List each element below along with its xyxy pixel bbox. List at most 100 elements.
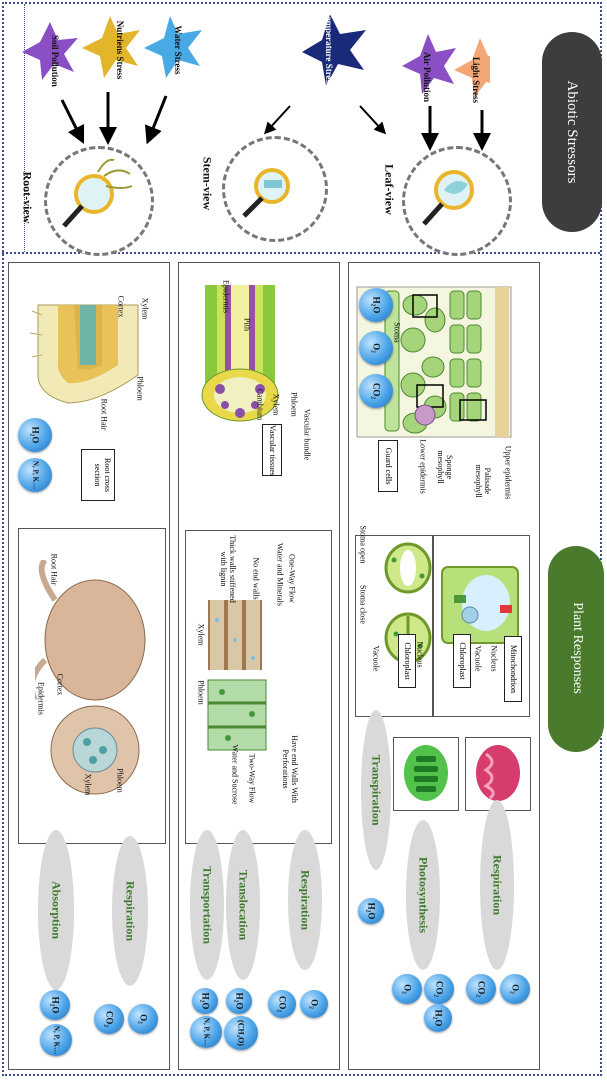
plant-responses-title: Plant Responses (570, 602, 585, 694)
nutrients-stress-star (82, 16, 140, 78)
root-abs-npk: N, P, K… (40, 1024, 72, 1056)
stressor-soil: Soil Pollution (50, 35, 60, 87)
label-mitochondrion: Mitochondrion (504, 636, 522, 702)
leaf-photo-o2: O₂ (392, 974, 422, 1004)
root-respiration: Respiration (112, 836, 148, 986)
stressor-water: Water Stress (173, 25, 183, 75)
leaf-respiration: Respiration (480, 800, 514, 970)
divider-line (2, 252, 600, 254)
label-chloroplast-a: Chloroplast (398, 634, 416, 688)
label-xylem-water: Water and Minerals (275, 543, 285, 606)
leaf-input-o2: O₂ (359, 331, 393, 365)
stem-transl-ch2o: (CH₂O) (224, 1016, 258, 1050)
label-cortex-root: Cortex (116, 295, 126, 318)
label-chloroplast-b: Chloroplast (453, 634, 471, 688)
label-epidermis-b: Epidermis (36, 682, 46, 715)
xylem-phloem-tubes (207, 600, 267, 751)
leaf-input-h2o: H₂O (359, 288, 393, 322)
root-resp-o2: O₂ (128, 1004, 158, 1034)
mitochondrion-icon (476, 745, 520, 801)
label-xylem-b: Xylem (83, 773, 93, 796)
stem-illustration (201, 285, 279, 422)
label-phloem-root: Phloem (135, 376, 145, 401)
stem-transportation: Transportation (190, 830, 224, 980)
leaf-transp-h2o: H₂O (358, 898, 384, 924)
root-resp-co2: CO₂ (94, 1004, 124, 1034)
stem-respiration: Respiration (288, 830, 322, 970)
label-vacuole-a: Vacuole (371, 645, 381, 672)
label-cortex-b: Cortex (55, 673, 65, 696)
label-vacuole-b: Vacuole (473, 645, 483, 672)
label-xylem-root: Xylem (140, 297, 150, 320)
leaf-input-co2: CO₂ (359, 374, 393, 408)
label-lower-epidermis: Lower epidermis (418, 439, 428, 494)
leaf-photo-co2: CO₂ (424, 974, 454, 1004)
divider-line-inner (24, 4, 25, 252)
soil-pollution-star (22, 22, 78, 80)
stem-transl-h2o: H₂O (226, 988, 252, 1014)
magnifier-icons (62, 158, 474, 228)
label-cambium: Cambium (255, 388, 265, 421)
temperature-stress-star (302, 14, 366, 86)
label-root-hair-b: Root Hair (49, 553, 59, 586)
stressor-temperature: Temperature Stress (324, 11, 334, 87)
label-vascular-bundle: Vascular bundle (302, 408, 312, 461)
root-input-h2o: H₂O (18, 418, 52, 452)
label-phloem-b: Phloem (115, 768, 125, 793)
label-epidermis: Epidermis (221, 280, 231, 313)
label-xylem-stem: Xylem (271, 393, 281, 416)
stem-translocation: Translocation (226, 830, 260, 980)
root-view-label: Root-view (20, 171, 35, 224)
label-sponge: Sponge mesophyll (436, 450, 454, 484)
root-tip-illustration (29, 304, 139, 404)
label-stoma: Stoma (392, 322, 402, 343)
plant-responses-banner (548, 546, 604, 752)
label-xylem-walls: Thick walls stiffened with lignin (219, 535, 237, 603)
label-xylem-flow: One-Way Flow (287, 554, 297, 603)
leaf-view-label: Leaf-view (382, 164, 397, 215)
label-stoma-close: Stoma close (358, 585, 368, 624)
plant-cell (441, 566, 519, 644)
magnifier-icon (74, 174, 114, 214)
label-xylem-noend: No end walls (251, 557, 261, 600)
label-vascular-tissues: Vascular tissues (262, 424, 282, 476)
root-input-npk: N, P, K… (18, 458, 52, 492)
stem-resp-o2: O₂ (300, 990, 328, 1018)
label-stoma-open: Stoma open (358, 525, 368, 564)
leaf-photosynthesis: Photosynthesis (406, 820, 440, 970)
leaf-resp-o2: O₂ (500, 974, 530, 1004)
leaf-transpiration: Transpiration (361, 710, 391, 870)
leaf-resp-co2: CO₂ (466, 974, 496, 1004)
label-pith: Pith (242, 318, 252, 331)
stressor-arrows (60, 92, 491, 151)
water-stress-star (144, 16, 202, 78)
label-nucleus-a: Nucleus (415, 641, 425, 668)
air-pollution-star (402, 34, 456, 94)
label-guard-cells: Guard cells (378, 440, 398, 492)
root-absorption: Absorption (38, 830, 74, 990)
stressor-nutrients: Nutriens Stress (115, 20, 125, 80)
label-upper-epidermis: Upper epidermis (503, 445, 513, 500)
stem-transp-npk: N, P, K… (190, 1016, 222, 1048)
label-nucleus-b: Nucleus (489, 645, 499, 672)
stem-transp-h2o: H₂O (192, 988, 218, 1014)
label-phloem-flow: Two-Way Flow (247, 753, 257, 804)
label-root-hair: Root Hair (99, 398, 109, 431)
light-stress-star (454, 38, 490, 98)
stem-resp-co2: CO₂ (268, 990, 296, 1018)
label-palisade: Palisade mesophyll (474, 464, 492, 498)
stressor-stars (22, 14, 490, 98)
label-phloem-sucrose: Water and Sucrose (230, 744, 240, 805)
root-cross-illustration (35, 560, 146, 795)
label-phloem-title: Phloem (196, 680, 206, 705)
abiotic-banner (542, 32, 602, 232)
abiotic-title: Abiotic Stressors (564, 80, 580, 184)
root-abs-h2o: H₂O (40, 990, 70, 1020)
label-phloem-stem: Phloem (289, 392, 299, 417)
label-root-cross: Root cross section (81, 449, 115, 501)
label-xylem-title: Xylem (196, 623, 206, 646)
leaf-photo-h2o: H₂O (424, 1004, 452, 1032)
chloroplast-icon (404, 745, 448, 801)
